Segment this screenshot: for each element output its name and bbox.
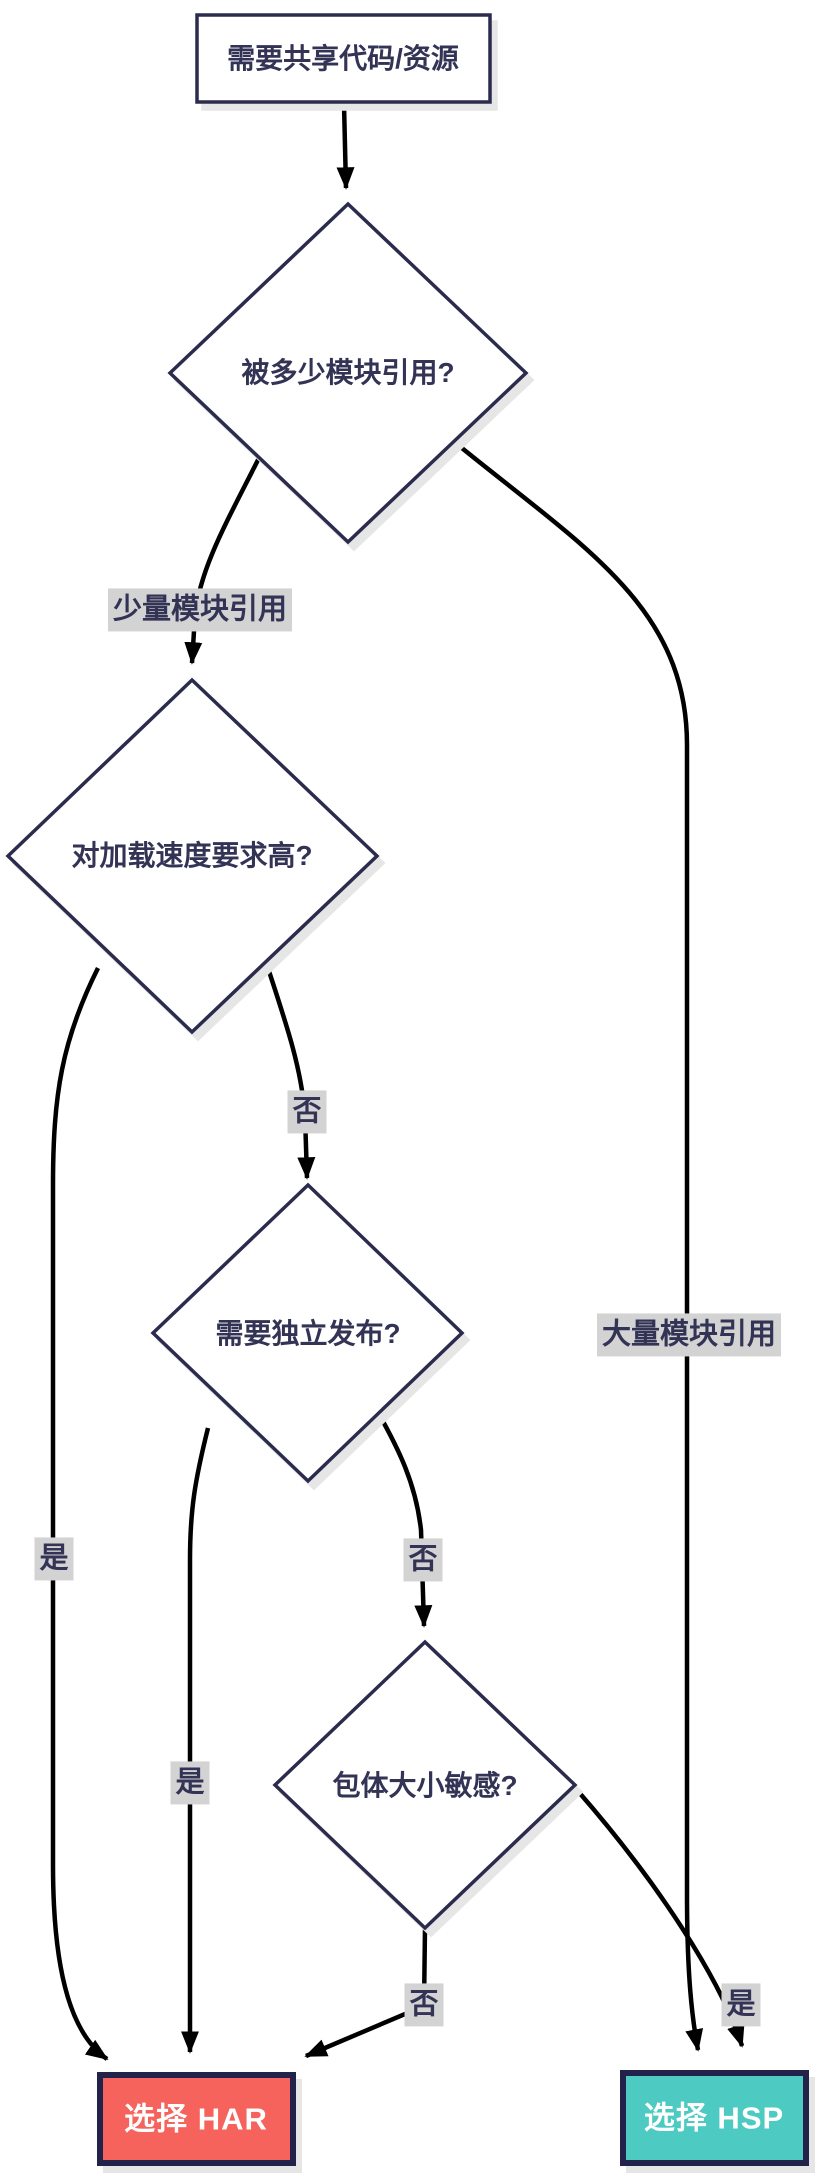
node-start-label: 需要共享代码/资源 (227, 43, 459, 75)
edge-label-no-speed: 否 (287, 1090, 327, 1134)
node-question-modules-label: 被多少模块引用? (241, 357, 455, 389)
edge-start-to-modules (336, 103, 355, 190)
node-har-shape (97, 2072, 296, 2166)
edge-release-to-size (370, 1400, 433, 1628)
node-question-release-shape (150, 1182, 465, 1484)
node-start-shape (195, 13, 492, 104)
node-question-size-label: 包体大小敏感? (332, 1770, 518, 1802)
node-question-speed-label: 对加载速度要求高? (71, 840, 313, 872)
node-hsp-shape (620, 2070, 809, 2166)
edge-release-to-har (181, 1427, 211, 2054)
node-shapes (5, 13, 809, 2166)
edge-modules-to-hsp (450, 438, 704, 2052)
edge-label-no-release: 否 (403, 1538, 443, 1582)
edge-speed-to-release (259, 949, 316, 1180)
edge-label-many-modules: 大量模块引用 (596, 1313, 782, 1357)
node-question-size-shape (272, 1639, 578, 1931)
edge-label-no-size: 否 (404, 1983, 444, 2027)
edge-label-yes-size: 是 (721, 1983, 761, 2027)
edge-label-yes-release: 是 (170, 1761, 210, 1805)
edge-size-to-hsp (575, 1788, 745, 2048)
edge-label-yes-speed: 是 (34, 1537, 74, 1581)
edge-label-few-modules: 少量模块引用 (107, 588, 293, 632)
edges (50, 103, 745, 2061)
node-question-release-label: 需要独立发布? (215, 1318, 401, 1350)
node-har-label: 选择 HAR (124, 2101, 268, 2137)
edge-speed-to-har (50, 966, 109, 2061)
node-question-modules-shape (167, 201, 529, 545)
node-hsp-label: 选择 HSP (643, 2100, 785, 2136)
node-question-speed-shape (5, 677, 380, 1035)
